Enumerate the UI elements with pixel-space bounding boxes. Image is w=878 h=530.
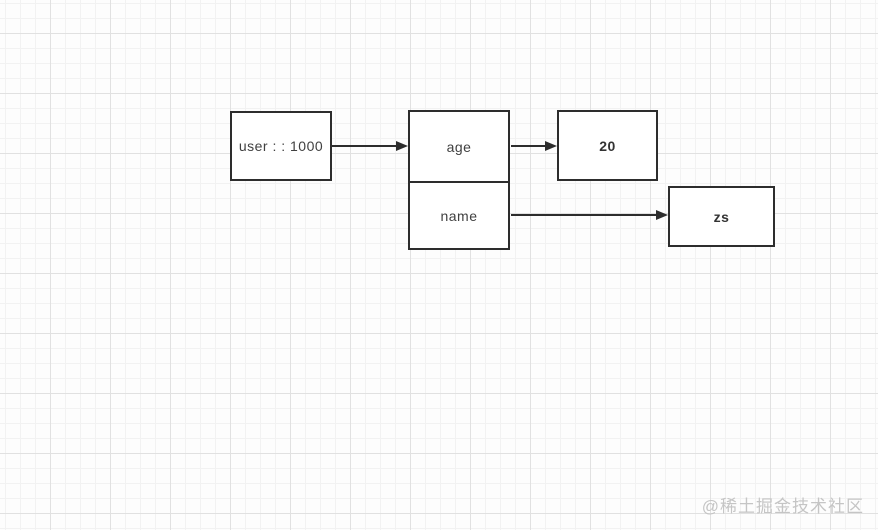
- arrowhead-icon: [656, 210, 668, 220]
- arrow-line: [511, 214, 658, 216]
- value-age-label: 20: [599, 137, 616, 154]
- node-user-key-label: user : : 1000: [238, 138, 324, 154]
- hash-cell-name: name: [410, 183, 508, 248]
- value-name-label: zs: [713, 208, 730, 225]
- field-age-label: age: [446, 138, 472, 155]
- node-user-key: user : : 1000: [230, 111, 332, 181]
- node-hash-fields: age name: [408, 110, 510, 250]
- node-value-name: zs: [668, 186, 775, 247]
- field-name-label: name: [440, 207, 478, 224]
- arrow-line: [511, 145, 547, 147]
- juejin-watermark: @稀土掘金技术社区: [701, 497, 864, 516]
- arrow-line: [332, 145, 398, 147]
- arrowhead-icon: [396, 141, 408, 151]
- node-value-age: 20: [557, 110, 658, 181]
- hash-cell-age: age: [410, 112, 508, 183]
- arrowhead-icon: [545, 141, 557, 151]
